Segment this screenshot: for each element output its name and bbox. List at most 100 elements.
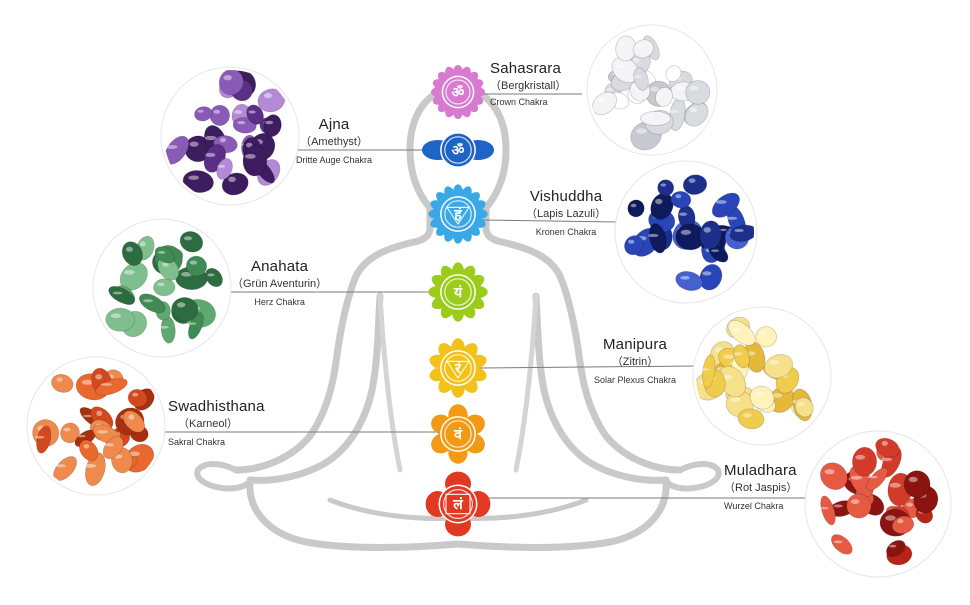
stone-highlight [101, 383, 113, 386]
stone-highlight [198, 110, 204, 113]
chakra-description: Dritte Auge Chakra [296, 155, 372, 165]
stone-highlight [132, 393, 138, 397]
stone-highlight [633, 75, 641, 78]
stone-highlight [681, 230, 691, 235]
stone-highlight [228, 177, 236, 182]
stone-highlight [84, 464, 96, 468]
stone-name: （Lapis Lazuli） [526, 205, 606, 221]
stone-highlight [105, 443, 114, 446]
stone-highlight [159, 326, 168, 329]
label-sahasrara: Sahasrara （Bergkristall） Crown Chakra [490, 60, 566, 107]
stone-highlight [881, 458, 892, 461]
chakra-symbols: ॐॐहंयंरंवंलं [422, 65, 494, 536]
stone-highlight [889, 545, 896, 548]
stone-highlight [220, 138, 226, 143]
stone-photo-anahata [93, 219, 231, 357]
stone-highlight [628, 240, 634, 244]
stone-highlight [631, 204, 637, 207]
chakra-name: Ajna [296, 116, 372, 133]
stone-highlight [129, 414, 135, 419]
chakra-description: Crown Chakra [490, 97, 566, 107]
stone-highlight [596, 98, 605, 102]
chakra-seed-syllable: ॐ [452, 84, 465, 101]
chakra-description: Solar Plexus Chakra [594, 375, 676, 385]
stone-highlight [680, 276, 690, 280]
stone-highlight [798, 402, 805, 406]
stone-photo-vishuddha [615, 161, 758, 303]
stone-pebble [171, 297, 198, 322]
chakra-muladhara-icon: लं [426, 472, 491, 537]
stone-highlight [890, 483, 901, 488]
stone-highlight [825, 469, 835, 474]
stone-name: （Zitrin） [594, 353, 676, 369]
stone-highlight [187, 322, 197, 324]
stone-highlight [607, 88, 613, 91]
stone-highlight [264, 93, 272, 98]
chakra-manipura-icon: रं [428, 338, 489, 397]
stone-highlight [690, 107, 697, 112]
stone-highlight [716, 200, 727, 204]
stone-highlight [690, 86, 698, 91]
stone-highlight [224, 75, 232, 80]
stone-highlight [851, 499, 860, 504]
stone-highlight [855, 455, 865, 460]
stone-photos [27, 25, 951, 577]
stone-highlight [158, 251, 165, 254]
stone-highlight [637, 44, 644, 48]
stone-highlight [909, 477, 918, 482]
chakra-name: Swadhisthana [168, 398, 265, 415]
stone-highlight [885, 515, 896, 520]
stone-pebble [106, 308, 135, 331]
stone-highlight [668, 70, 674, 73]
stone-highlight [726, 217, 737, 220]
chakra-description: Sakral Chakra [168, 437, 265, 447]
chakra-ajna-icon: ॐ [422, 133, 494, 167]
stone-highlight [711, 249, 719, 252]
stone-highlight [906, 503, 913, 507]
stone-highlight [96, 411, 102, 416]
stone-highlight [731, 397, 741, 402]
stone-highlight [143, 299, 153, 302]
stone-photo-sahasrara [587, 25, 717, 155]
stone-highlight [166, 145, 177, 149]
stone-highlight [754, 392, 763, 396]
stone-highlight [84, 444, 90, 449]
chakra-seed-syllable: लं [452, 497, 463, 513]
label-swadhisthana: Swadhisthana （Karneol） Sakral Chakra [168, 398, 265, 447]
stone-highlight [655, 199, 662, 204]
chakra-seed-syllable: ॐ [452, 142, 465, 159]
stone-highlight [208, 273, 215, 276]
stone-highlight [97, 430, 108, 433]
stone-highlight [734, 352, 742, 355]
stone-highlight [769, 360, 779, 365]
stone-highlight [124, 270, 135, 275]
stone-photo-swadhisthana [27, 357, 165, 495]
chakra-name: Anahata [232, 258, 327, 275]
stone-highlight [245, 154, 256, 159]
stone-highlight [111, 313, 121, 318]
stone-highlight [676, 194, 682, 198]
stone-highlight [760, 331, 767, 335]
stone-highlight [723, 355, 734, 359]
stone-highlight [57, 377, 63, 381]
stone-highlight [743, 413, 752, 417]
stone-highlight [897, 519, 903, 523]
stone-highlight [177, 302, 185, 307]
stone-highlight [698, 368, 710, 370]
stone-pebble [852, 447, 877, 476]
stone-highlight [234, 110, 242, 114]
stone-highlight [35, 436, 45, 439]
stone-pebble [640, 111, 670, 125]
stone-highlight [95, 374, 102, 379]
stone-highlight [704, 227, 711, 233]
stone-photo-ajna [160, 65, 299, 205]
stone-highlight [731, 328, 742, 332]
stone-name: （Bergkristall） [490, 77, 566, 93]
stone-name: （Rot Jaspis） [724, 479, 797, 495]
stone-photo-muladhara [805, 431, 951, 577]
stone-highlight [213, 110, 220, 114]
chakra-name: Sahasrara [490, 60, 566, 77]
stone-highlight [734, 229, 744, 232]
